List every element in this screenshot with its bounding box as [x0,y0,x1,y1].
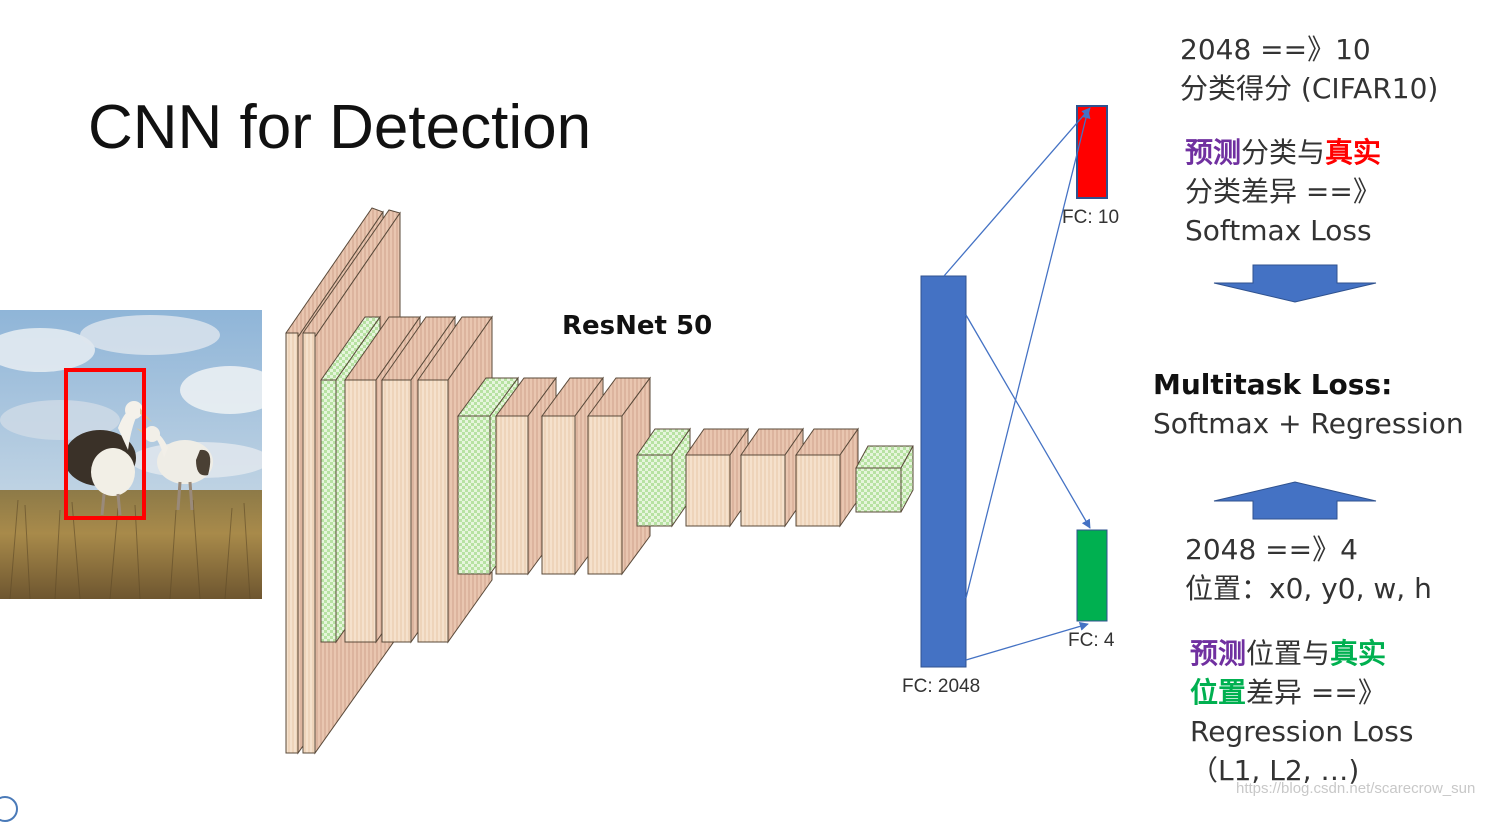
multitask-note: Multitask Loss: Softmax + Regression [1153,365,1464,443]
classification-loss-note: 预测分类与真实 分类差异 ==》 Softmax Loss [1185,133,1381,250]
fc2048-label: FC: 2048 [902,676,981,697]
classification-output-line2: 分类得分 (CIFAR10) [1180,72,1439,105]
reg-loss-text2: 差异 ==》 [1246,676,1386,709]
fc10-bar [1076,105,1108,199]
cls-loss-text1: 分类与 [1241,136,1326,169]
fc4-bar [1076,529,1108,622]
reg-pos-keyword: 位置 [1190,676,1247,709]
stage3-blocks [636,427,859,528]
multitask-subtitle: Softmax + Regression [1153,407,1464,440]
reg-loss-line3: Regression Loss [1190,715,1414,748]
resnet-label: ResNet 50 [562,311,713,341]
reg-pred-keyword: 预测 [1190,637,1247,670]
reg-loss-text1: 位置与 [1246,637,1331,670]
bounding-box [64,368,146,520]
cls-loss-line3: Softmax Loss [1185,214,1372,247]
classification-output-line1: 2048 ==》10 [1180,33,1371,66]
stage2-blocks [457,376,651,576]
truth-keyword: 真实 [1325,136,1382,169]
fc10-label: FC: 10 [1062,207,1120,228]
multitask-title: Multitask Loss: [1153,368,1393,401]
watermark: https://blog.csdn.net/scarecrow_sun [1236,780,1476,797]
up-block-arrow [1213,481,1377,520]
regression-output-line2: 位置：x0, y0, w, h [1185,572,1432,605]
regression-output-line1: 2048 ==》4 [1185,533,1358,566]
reg-truth-keyword: 真实 [1330,637,1387,670]
pred-keyword: 预测 [1185,136,1242,169]
slide-title: CNN for Detection [88,93,592,162]
classification-output-note: 2048 ==》10 分类得分 (CIFAR10) [1180,30,1438,108]
fc2048-bar [920,275,967,668]
cls-loss-line2: 分类差异 ==》 [1185,175,1381,208]
regression-output-note: 2048 ==》4 位置：x0, y0, w, h [1185,530,1432,608]
reg-loss-line4: （L1, L2, …) [1190,754,1360,787]
fc-connections [943,107,1091,661]
fc4-label: FC: 4 [1068,630,1115,651]
stage4-block [855,445,914,513]
regression-loss-note: 预测位置与真实 位置差异 ==》 Regression Loss （L1, L2… [1190,634,1413,790]
down-block-arrow [1213,264,1377,303]
input-photo [0,310,262,599]
